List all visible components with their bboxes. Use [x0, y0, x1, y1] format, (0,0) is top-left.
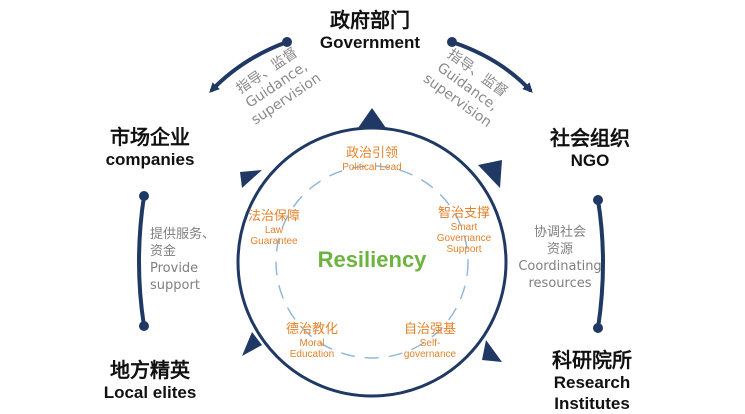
ring-tick-bottom-right	[482, 340, 502, 362]
ring-tick-left	[240, 170, 262, 188]
node-local-elites-en: Local elites	[103, 383, 197, 402]
arrow-dot-gov-right	[447, 37, 457, 47]
relation-ngo-research-en2: resources	[528, 276, 592, 291]
pillar-smart-en3: Support	[446, 244, 482, 255]
node-ngo: 社会组织 NGO	[520, 126, 660, 171]
relation-ngo-research: 协调社会 资源 Coordinating resources	[512, 224, 608, 292]
arrow-companies-elites	[137, 194, 146, 328]
node-companies: 市场企业 companies	[80, 125, 220, 170]
relation-ngo-research-zh1: 协调社会	[533, 225, 586, 240]
arrow-dot-ngo	[593, 195, 603, 205]
node-ngo-en: NGO	[570, 151, 610, 170]
node-local-elites-zh: 地方精英	[110, 358, 190, 382]
diagram-canvas	[137, 37, 605, 398]
relation-ngo-research-en1: Coordinating	[518, 259, 602, 274]
pillar-political-lead: 政治引领 Political Lead	[322, 146, 422, 173]
pillar-smart-governance: 智治支撑 Smart Governance Support	[418, 206, 510, 255]
relation-companies-elites: 提供服务、 资金 Provide support	[150, 226, 240, 294]
node-government-zh: 政府部门	[330, 8, 410, 32]
node-research: 科研院所 Research Institutes	[522, 348, 662, 414]
arrow-dot-companies	[139, 191, 149, 201]
ring-tick-bottom-left	[242, 332, 262, 356]
node-government: 政府部门 Government	[290, 8, 450, 53]
ring-tick-right	[478, 160, 502, 188]
pillar-smart-en2: Governance	[436, 233, 492, 244]
relation-companies-elites-en1: Provide	[150, 261, 199, 276]
relation-companies-elites-zh2: 资金	[150, 244, 177, 259]
pillar-self-governance: 自治强基 Self- governance	[386, 322, 474, 360]
node-companies-zh: 市场企业	[110, 125, 190, 149]
arrow-dot-elites	[139, 321, 149, 331]
pillar-self-en2: governance	[403, 349, 457, 360]
arrow-gov-to-companies	[209, 40, 289, 93]
node-research-zh: 科研院所	[552, 348, 632, 372]
node-research-en2: Institutes	[554, 394, 630, 413]
pillar-law-en2: Guarantee	[250, 236, 298, 247]
arrow-dot-research	[593, 323, 603, 333]
center-resiliency-label: Resiliency	[317, 247, 427, 272]
relation-ngo-research-zh2: 资源	[546, 242, 573, 257]
pillar-law-zh: 法治保障	[247, 209, 300, 224]
pillar-self-zh: 自治强基	[403, 322, 456, 337]
arrow-dot-gov-left	[282, 37, 292, 47]
node-ngo-zh: 社会组织	[550, 126, 630, 150]
arrow-gov-to-ngo	[450, 40, 533, 93]
pillar-smart-zh: 智治支撑	[437, 206, 490, 221]
node-local-elites: 地方精英 Local elites	[80, 358, 220, 403]
relation-companies-elites-zh1: 提供服务、	[150, 227, 216, 242]
inner-dashed-circle	[275, 165, 469, 359]
pillar-self-en1: Self-	[419, 338, 441, 349]
pillar-political-zh: 政治引领	[345, 146, 398, 161]
arrow-ngo-research	[596, 198, 605, 330]
pillar-moral-zh: 德治教化	[285, 322, 338, 337]
pillar-political-en: Political Lead	[342, 162, 402, 173]
relation-companies-elites-en2: support	[150, 278, 200, 293]
node-research-en: Research	[553, 373, 631, 392]
pillar-moral-en2: Education	[289, 349, 335, 360]
pillar-moral-education: 德治教化 Moral Education	[268, 322, 356, 360]
pillar-smart-en1: Smart	[450, 222, 478, 233]
ring-tick-top	[358, 108, 386, 128]
node-government-en: Government	[319, 33, 421, 52]
pillar-law-en1: Law	[264, 225, 284, 236]
pillar-law-guarantee: 法治保障 Law Guarantee	[232, 209, 316, 247]
pillar-moral-en1: Moral	[299, 338, 325, 349]
node-companies-en: companies	[105, 150, 195, 169]
